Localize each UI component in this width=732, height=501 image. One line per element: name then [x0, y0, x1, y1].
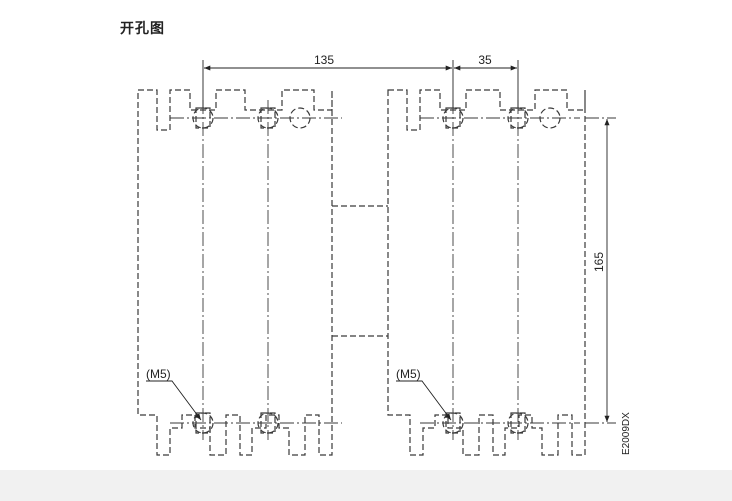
- coupling-outline: [332, 205, 388, 337]
- right-breaker-outline: [387, 89, 586, 456]
- diagram-title: 开孔图: [120, 21, 165, 37]
- dimension-label-35: 35: [478, 53, 492, 67]
- drawing-code: E2009DX: [621, 412, 632, 455]
- dimension-165: 165: [585, 117, 616, 424]
- hole-bottom-left-1: [192, 412, 214, 434]
- thread-label-left: (M5): [146, 367, 171, 381]
- hole-top-right-3: [539, 107, 561, 129]
- center-lines-horizontal: [170, 117, 580, 424]
- left-breaker-outline: [137, 89, 333, 456]
- hole-top-left-2: [257, 107, 279, 129]
- hole-bottom-right-2: [507, 412, 529, 434]
- center-lines-vertical: [202, 100, 519, 440]
- hole-bottom-left-2: [257, 412, 279, 434]
- dimension-label-135: 135: [314, 53, 334, 67]
- dimension-135: 135: [202, 53, 454, 108]
- page-background-strip: [0, 470, 732, 501]
- hole-bottom-right-1: [442, 412, 464, 434]
- mounting-holes: [192, 107, 561, 434]
- cutout-drawing: 135 35 165 (M5) (M5) E2009DX: [137, 53, 632, 456]
- dimension-35: 35: [454, 53, 519, 108]
- thread-callout-left: (M5): [146, 367, 202, 421]
- thread-callout-right: (M5): [396, 367, 452, 421]
- dimension-label-165: 165: [592, 252, 606, 272]
- hole-top-left-3: [289, 107, 311, 129]
- thread-label-right: (M5): [396, 367, 421, 381]
